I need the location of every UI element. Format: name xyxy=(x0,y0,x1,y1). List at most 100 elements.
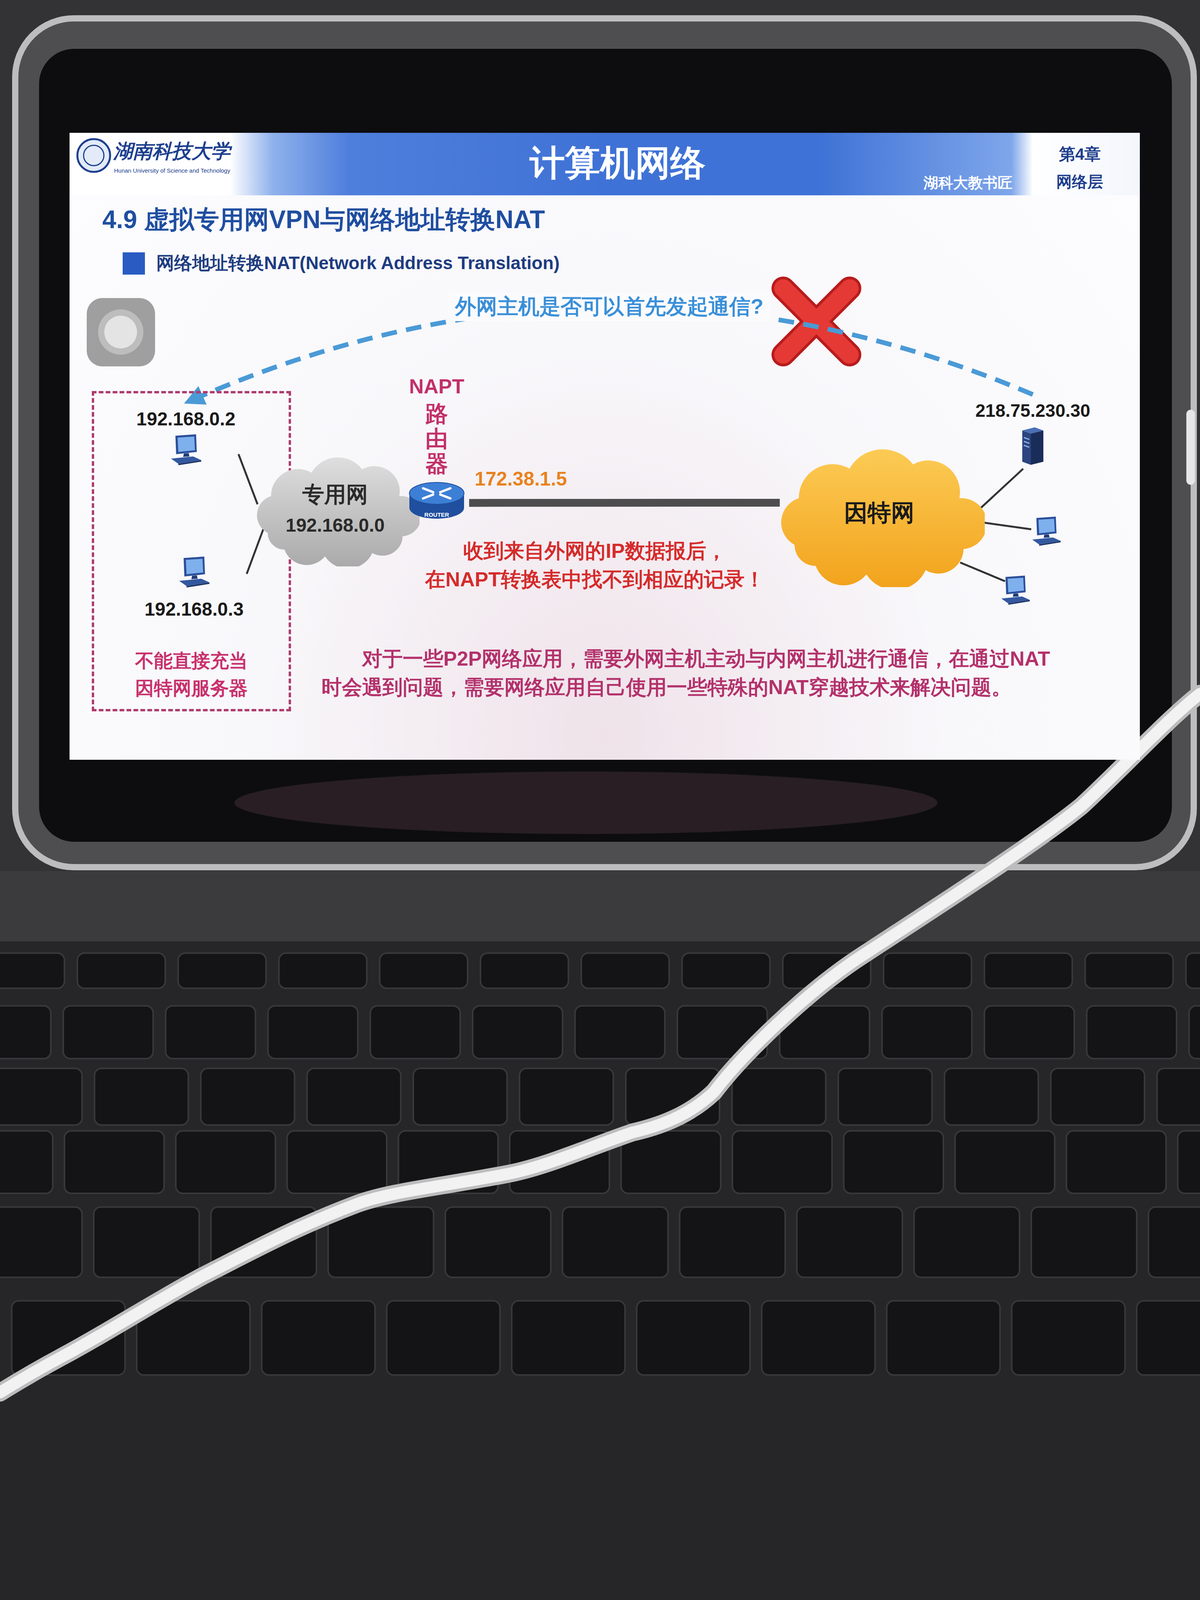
network-link xyxy=(238,454,258,505)
private-host-text: 192.168.0.2 xyxy=(136,408,236,430)
slide-label: 湖科大教书匠 xyxy=(923,173,1013,193)
keyboard-key xyxy=(575,1005,665,1059)
keyboard-key xyxy=(472,1005,563,1059)
slide-label: 网络层 xyxy=(1056,171,1104,193)
keyboard-key xyxy=(562,1207,668,1278)
pc-icon-graphic xyxy=(167,432,205,467)
slide-label: 收到来自外网的IP数据报后， 在NAPT转换表中找不到相应的记录！ xyxy=(411,536,779,594)
keyboard-key xyxy=(261,1300,375,1375)
keyboard-key xyxy=(883,953,972,989)
slide-title: 计算机网络 xyxy=(529,139,706,188)
keyboard-key xyxy=(1066,1130,1167,1194)
keyboard-key xyxy=(1085,953,1174,989)
keyboard-key xyxy=(0,1130,53,1194)
keyboard xyxy=(0,953,1200,1375)
cloud-outline xyxy=(257,457,420,567)
keyboard-key xyxy=(636,1300,750,1375)
internet-pc xyxy=(1032,516,1061,547)
keyboard-key xyxy=(944,1068,1039,1125)
cloud-text-group: 因特网 xyxy=(773,439,985,588)
keyboard-key xyxy=(679,1207,786,1278)
keyboard-key xyxy=(1086,1005,1177,1059)
server-icon xyxy=(1019,424,1047,468)
network-link xyxy=(978,468,1024,511)
keyboard-key xyxy=(386,1300,500,1375)
keyboard-key xyxy=(267,1005,358,1059)
keyboard-key xyxy=(838,1068,933,1125)
keyboard-key xyxy=(445,1207,551,1278)
keyboard-key xyxy=(0,1068,83,1125)
cloud-shape xyxy=(250,449,420,567)
keyboard-deck xyxy=(0,941,1200,1600)
keyboard-key xyxy=(278,953,367,989)
keyboard-key xyxy=(480,953,569,989)
public-server-text: 218.75.230.30 xyxy=(975,400,1091,422)
university-logo-ring xyxy=(83,145,104,166)
internet-cloud-text: 因特网 xyxy=(844,497,915,529)
keyboard-key xyxy=(955,1130,1055,1194)
lan-region: 不能直接充当 因特网服务器 192.168.0.2 192.168.0.3 xyxy=(91,391,292,712)
keyboard-key xyxy=(0,953,65,989)
keyboard-key xyxy=(178,953,267,989)
keyboard-key xyxy=(1136,1300,1200,1375)
tablet-case xyxy=(15,18,1194,868)
keyboard-key xyxy=(1157,1068,1200,1125)
side-cable xyxy=(1186,414,1195,481)
private-network-cloud-text: 专用网 xyxy=(302,480,368,510)
slide-label: Hunan University of Science and Technolo… xyxy=(114,167,231,174)
keyboard-key xyxy=(682,953,770,989)
pc-icon xyxy=(175,555,213,589)
screen-reflection xyxy=(234,771,938,834)
region-note: 不能直接充当 因特网服务器 xyxy=(94,647,289,702)
private-host: 192.168.0.3 xyxy=(141,553,247,622)
keyboard-key xyxy=(413,1068,508,1125)
assistive-touch-dot xyxy=(104,315,138,349)
keyboard-key xyxy=(1031,1207,1137,1278)
router-tag: ROUTER xyxy=(407,511,467,518)
keyboard-key xyxy=(1185,953,1200,989)
keyboard-key xyxy=(882,1005,972,1059)
keyboard-key xyxy=(519,1068,614,1125)
keyboard-key xyxy=(1011,1300,1125,1375)
slide-label: 网络地址转换NAT(Network Address Translation) xyxy=(156,251,560,276)
pc-icon xyxy=(167,432,205,467)
private-host-text: 192.168.0.3 xyxy=(144,598,244,620)
keyboard-key xyxy=(843,1130,944,1194)
keyboard-key xyxy=(511,1300,625,1375)
keyboard-key xyxy=(93,1207,200,1278)
keyboard-key xyxy=(63,1005,154,1059)
keyboard-key xyxy=(886,1300,1000,1375)
cloud-text-group: 专用网 192.168.0.0 xyxy=(250,449,420,567)
wall xyxy=(0,0,1200,899)
napt-router: NAPT路由器ROUTER xyxy=(404,373,470,525)
keyboard-key xyxy=(984,1005,1075,1059)
university-logo xyxy=(77,139,111,172)
cable-shadow xyxy=(0,693,1200,1393)
napt-router-text: 路由器 xyxy=(425,401,449,476)
network-link xyxy=(246,526,265,574)
slide-label: 湖南科技大学 xyxy=(113,138,231,165)
keyboard-key xyxy=(0,1005,51,1059)
keyboard-grill xyxy=(0,871,1200,946)
private-network-cloud-text: 192.168.0.0 xyxy=(285,514,385,536)
assistive-touch-button xyxy=(86,298,156,367)
keyboard-key xyxy=(200,1068,295,1125)
network-link xyxy=(469,498,780,507)
slide-label: 对于一些P2P网络应用，需要外网主机主动与内网主机进行通信，在通过NAT时会遇到… xyxy=(321,644,1064,702)
assistive-touch-ring xyxy=(98,309,144,355)
keyboard-key xyxy=(165,1005,256,1059)
cloud-outline xyxy=(781,449,985,588)
internet-pc xyxy=(1001,575,1030,606)
keyboard-key xyxy=(732,1068,826,1125)
keyboard-key xyxy=(175,1130,276,1194)
keyboard-key xyxy=(94,1068,189,1125)
dashed-arc-arrow xyxy=(185,306,1033,403)
pc-icon-graphic xyxy=(175,555,213,589)
keyboard-key xyxy=(796,1207,903,1278)
keyboard-key xyxy=(732,1130,833,1194)
slide: 计算机网络 湖南科技大学 Hunan University of Science a… xyxy=(69,132,1140,760)
slide-label: 第4章 xyxy=(1058,143,1101,166)
keyboard-key xyxy=(287,1130,387,1194)
server-icon-graphic xyxy=(1019,424,1047,468)
